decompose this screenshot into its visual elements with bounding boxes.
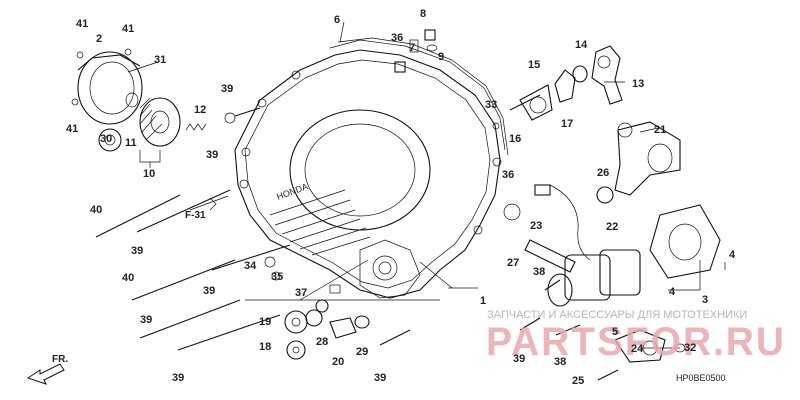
callout-11: 11 — [125, 137, 137, 149]
callout-41: 41 — [122, 23, 134, 35]
reference-f31-label: F-31 — [185, 210, 206, 221]
callout-1: 1 — [480, 295, 486, 307]
reference-f31: F-31 — [185, 197, 217, 221]
callout-19: 19 — [259, 316, 271, 328]
callout-23: 23 — [530, 220, 542, 232]
callout-10: 10 — [143, 168, 155, 180]
callout-39: 39 — [140, 314, 152, 326]
watermark-logo: PARTSFOR.RU — [486, 320, 786, 364]
callout-18: 18 — [259, 341, 271, 353]
callout-9: 9 — [438, 51, 444, 63]
callout-4: 4 — [729, 249, 736, 261]
callout-37: 37 — [295, 287, 307, 299]
callout-34: 34 — [244, 260, 257, 272]
callout-14: 14 — [575, 39, 588, 51]
callout-40: 40 — [90, 204, 102, 216]
callout-2: 2 — [96, 33, 102, 45]
callout-39: 39 — [203, 285, 215, 297]
watermark-tagline: ЗАПЧАСТИ И АКСЕССУАРЫ ДЛЯ МОТОТЕХНИКИ — [487, 309, 747, 321]
shift-motor-assembly — [524, 184, 721, 307]
callout-4: 4 — [669, 286, 676, 298]
callout-25: 25 — [572, 375, 584, 387]
bolt-and-washers-top — [394, 29, 438, 73]
callout-38: 38 — [554, 356, 566, 368]
callout-29: 29 — [356, 346, 368, 358]
callout-15: 15 — [528, 59, 540, 71]
callout-17: 17 — [561, 118, 573, 130]
callout-24: 24 — [631, 343, 644, 355]
callout-39: 39 — [513, 353, 525, 365]
callout-36: 36 — [391, 32, 403, 44]
callout-39: 39 — [374, 372, 386, 384]
callout-41: 41 — [66, 123, 78, 135]
oil-filter-cover — [71, 48, 143, 125]
callout-21: 21 — [654, 124, 666, 136]
callout-36: 36 — [502, 169, 514, 181]
callout-39: 39 — [131, 245, 143, 257]
callout-39: 39 — [172, 372, 184, 384]
callout-28: 28 — [316, 336, 328, 348]
callout-30: 30 — [100, 133, 112, 145]
gear-18 — [286, 340, 306, 360]
front-direction-arrow: FR. — [26, 354, 68, 385]
callout-40: 40 — [122, 272, 134, 284]
callout-39: 39 — [206, 149, 218, 161]
cover-gasket — [337, 37, 509, 156]
gear-19 — [284, 309, 323, 334]
callout-22: 22 — [606, 221, 618, 233]
callout-32: 32 — [684, 342, 696, 354]
callout-20: 20 — [332, 356, 344, 368]
callout-6: 6 — [334, 14, 340, 26]
front-crankcase-cover: HONDA — [234, 39, 506, 299]
callout-5: 5 — [612, 326, 618, 338]
callout-7: 7 — [409, 42, 415, 54]
diagram-code: HP0BE0500 — [676, 373, 726, 383]
shift-link-arm — [596, 121, 681, 204]
callout-26: 26 — [597, 167, 609, 179]
small-parts-lower — [224, 112, 521, 339]
callout-35: 35 — [271, 271, 283, 283]
callout-8: 8 — [420, 8, 426, 20]
callout-39: 39 — [221, 83, 233, 95]
callout-41: 41 — [76, 18, 88, 30]
callout-27: 27 — [507, 257, 519, 269]
front-direction-label: FR. — [52, 354, 68, 365]
callout-33: 33 — [485, 99, 497, 111]
callout-13: 13 — [632, 78, 644, 90]
spring — [185, 123, 207, 131]
callout-numbers: 41 41 2 31 41 30 11 10 12 39 39 6 8 36 7… — [66, 8, 736, 387]
oil-filter — [98, 92, 181, 152]
callout-31: 31 — [154, 54, 166, 66]
shift-arm-assembly — [492, 45, 623, 130]
callout-16: 16 — [509, 133, 521, 145]
callout-38: 38 — [533, 266, 545, 278]
callout-12: 12 — [194, 104, 206, 116]
leader-lines — [127, 21, 726, 349]
bolts — [95, 107, 581, 351]
callout-3: 3 — [702, 294, 708, 306]
